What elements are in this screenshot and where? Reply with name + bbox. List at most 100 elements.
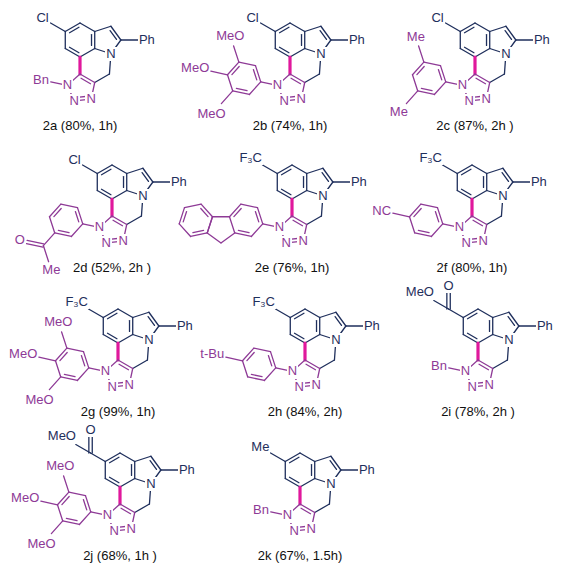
bond-line: [119, 364, 128, 369]
bond-line: [103, 318, 104, 335]
atom-label: N: [325, 477, 336, 491]
atom-label: F₃C: [418, 151, 443, 165]
bond-line: [49, 204, 60, 217]
bond-line: [463, 318, 464, 335]
atom-label: MeO: [45, 459, 75, 473]
bond-line: [134, 462, 135, 479]
atom-label: F₃C: [64, 295, 89, 309]
bond-line: [393, 213, 410, 217]
bond-line: [406, 91, 417, 104]
bond-line: [161, 469, 178, 470]
bond-line: [70, 47, 79, 52]
bond-line: [126, 174, 127, 191]
bond-line: [418, 230, 429, 232]
bond-line: [81, 78, 90, 83]
bond-line: [473, 220, 482, 225]
bond-line: [81, 356, 84, 366]
bond-line: [76, 445, 91, 454]
bond-line: [207, 217, 212, 233]
atom-label: N: [480, 92, 491, 106]
atom-label: N: [137, 189, 148, 203]
atom-label: N: [274, 220, 285, 234]
bond-line: [110, 31, 116, 40]
atom-label: Ph: [363, 319, 381, 333]
bond-line: [322, 173, 328, 182]
atom-label: N: [282, 508, 293, 522]
bond-line: [43, 246, 48, 262]
atom-label: N: [461, 236, 472, 250]
atom-label: N: [69, 94, 80, 108]
bond-line: [75, 212, 78, 222]
molecule-structure: [26, 165, 170, 262]
compound-caption: 2h (84%, 2h): [267, 405, 343, 419]
bond-line: [67, 348, 84, 352]
atom-label: Ph: [358, 463, 376, 477]
atom-label: N: [483, 378, 494, 392]
bond-line: [118, 309, 133, 318]
atom-label: N: [297, 234, 308, 248]
atom-label: N: [295, 92, 306, 106]
bond-line: [295, 333, 304, 338]
atom-label: t-Bu: [199, 347, 225, 361]
bond-line: [490, 74, 505, 83]
bond-line: [487, 168, 503, 173]
atom-label: N: [100, 364, 111, 378]
bond-line: [435, 212, 438, 222]
molecule-structure: [41, 436, 178, 534]
bond-line: [468, 313, 477, 318]
compound-caption: 2j (68%, 1h ): [82, 549, 158, 563]
atom-label: Cl: [430, 11, 444, 25]
molecule-structure: [434, 292, 536, 387]
atom-label: N: [107, 380, 118, 394]
bond-line: [78, 57, 81, 74]
bond-line: [320, 312, 336, 317]
bond-line: [108, 333, 117, 338]
bond-line: [251, 374, 262, 376]
compound-caption: 2d (52%, 2h ): [72, 261, 152, 275]
bond-line: [58, 230, 69, 232]
atom-label: N: [94, 220, 105, 234]
atom-label: MeO: [215, 29, 245, 43]
bond-line: [476, 78, 485, 83]
atom-label: MeO: [43, 315, 73, 329]
atom-label: N: [272, 78, 283, 92]
bond-line: [311, 465, 312, 476]
bond-line: [475, 23, 490, 32]
bond-line: [421, 88, 432, 90]
bond-line: [492, 318, 493, 335]
atom-label: Ph: [170, 175, 188, 189]
bond-line: [292, 191, 307, 200]
bond-line: [142, 173, 148, 182]
bond-line: [330, 461, 336, 470]
bond-line: [303, 177, 304, 188]
bond-line: [221, 91, 232, 104]
bond-line: [409, 204, 420, 217]
bond-line: [506, 26, 516, 40]
bond-line: [341, 469, 358, 470]
molecule-structure: [211, 23, 348, 104]
molecule-structure: [406, 23, 533, 104]
bond-line: [519, 325, 536, 326]
compound-caption: 2c (87%, 2h ): [435, 119, 514, 133]
bond-line: [457, 174, 458, 191]
atom-label: MeO: [24, 393, 54, 407]
bond-line: [191, 233, 208, 237]
bond-line: [414, 209, 421, 217]
bond-line: [282, 189, 291, 194]
bond-line: [335, 317, 341, 326]
atom-label: Ph: [536, 319, 554, 333]
atom-label: N: [109, 524, 120, 538]
atom-label: N: [503, 333, 514, 347]
bond-line: [478, 309, 493, 318]
bond-line: [307, 168, 323, 173]
atom-label: Bn: [252, 503, 270, 517]
bond-line: [159, 325, 176, 326]
atom-label: N: [477, 234, 488, 248]
bond-line: [57, 505, 62, 521]
atom-label: Me: [389, 105, 409, 119]
bond-line: [121, 39, 138, 40]
bond-line: [319, 318, 320, 335]
atom-label: N: [117, 234, 128, 248]
bond-line: [336, 312, 346, 326]
bond-line: [212, 216, 229, 217]
